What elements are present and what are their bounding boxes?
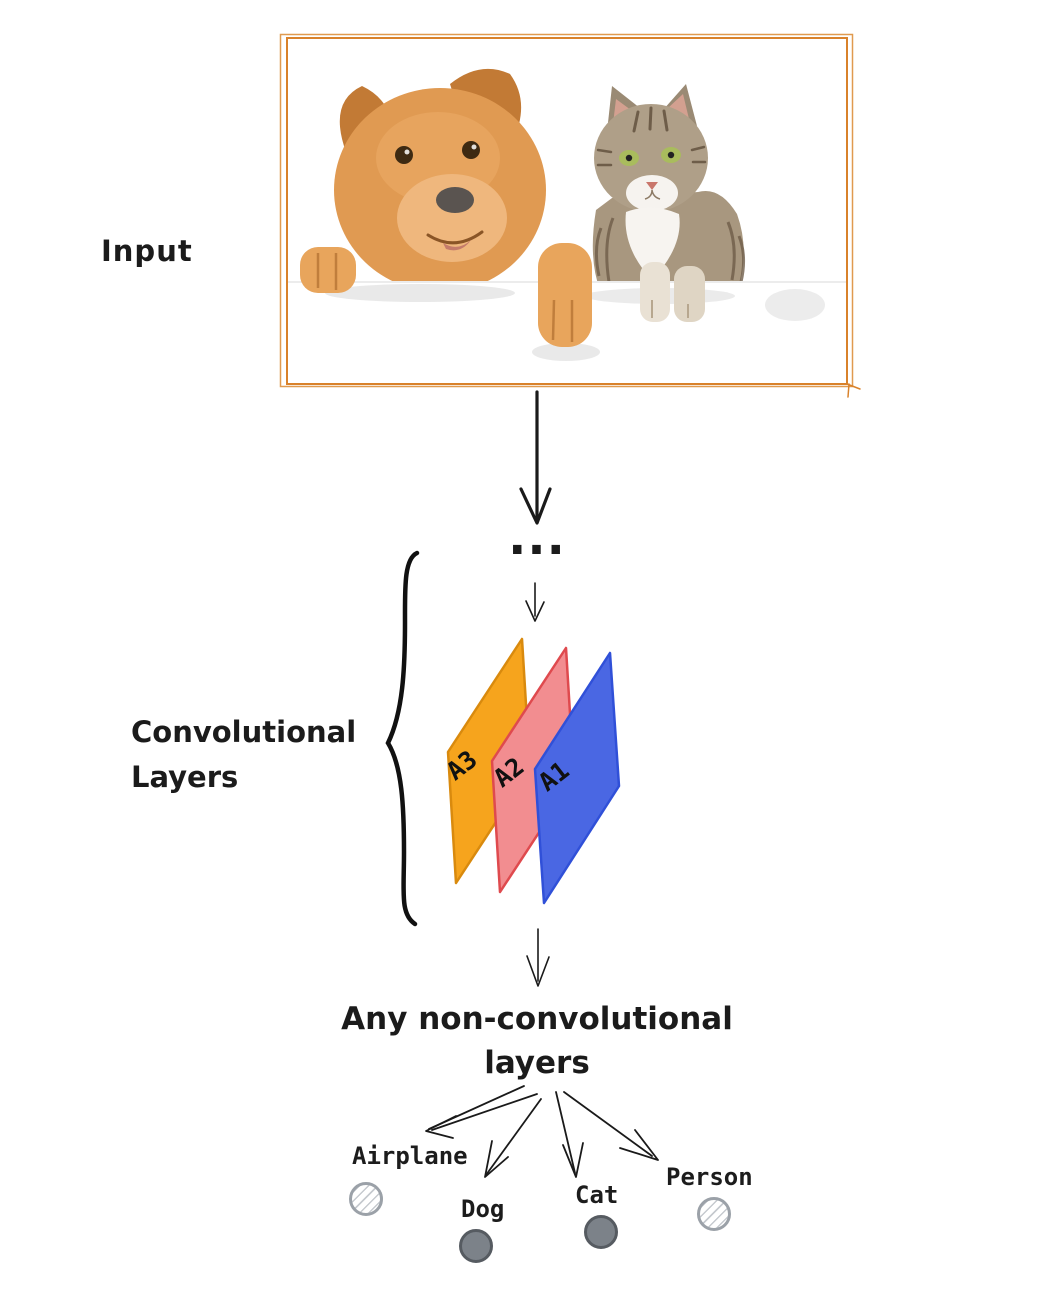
output-label-airplane: Airplane: [352, 1142, 468, 1170]
conv-layers-label: Convolutional Layers: [131, 710, 356, 800]
ellipsis-dots: ...: [508, 510, 566, 566]
cat-illustration: [592, 84, 746, 290]
output-label-cat: Cat: [575, 1181, 619, 1209]
conv-layers-label-line1: Convolutional: [131, 715, 357, 749]
arrow-layers-to-nonconv: [526, 928, 550, 987]
output-arrows: [425, 1085, 659, 1178]
conv-layers-brace: [385, 550, 420, 927]
output-node-dog: [459, 1229, 493, 1263]
conv-layers-label-line2: Layers: [131, 760, 239, 794]
arrow-to-dog: [485, 1098, 542, 1176]
nonconv-layers-label-line1: Any non-convolutional: [341, 1001, 733, 1037]
output-node-cat: [584, 1215, 618, 1249]
output-node-airplane: [349, 1182, 383, 1216]
dog-illustration: [334, 68, 546, 292]
nonconv-layers-label: Any non-convolutional layers: [287, 997, 787, 1085]
dog-paws: [300, 243, 592, 347]
nonconv-layers-label-line2: layers: [484, 1045, 590, 1081]
arrow-input-to-dots: [519, 390, 552, 525]
input-photo: [279, 33, 861, 398]
arrow-to-person: [563, 1091, 653, 1157]
arrow-to-cat: [555, 1091, 576, 1174]
photo-frame: [279, 33, 861, 398]
conv-layer-a1: [533, 651, 621, 905]
input-label: Input: [101, 234, 193, 268]
output-node-person: [697, 1197, 731, 1231]
conv-layers-group: A3 A2 A1: [441, 637, 621, 905]
arrow-dots-to-layers: [525, 582, 545, 622]
output-label-dog: Dog: [461, 1195, 505, 1223]
cat-paws: [640, 262, 705, 322]
output-label-person: Person: [666, 1163, 753, 1191]
